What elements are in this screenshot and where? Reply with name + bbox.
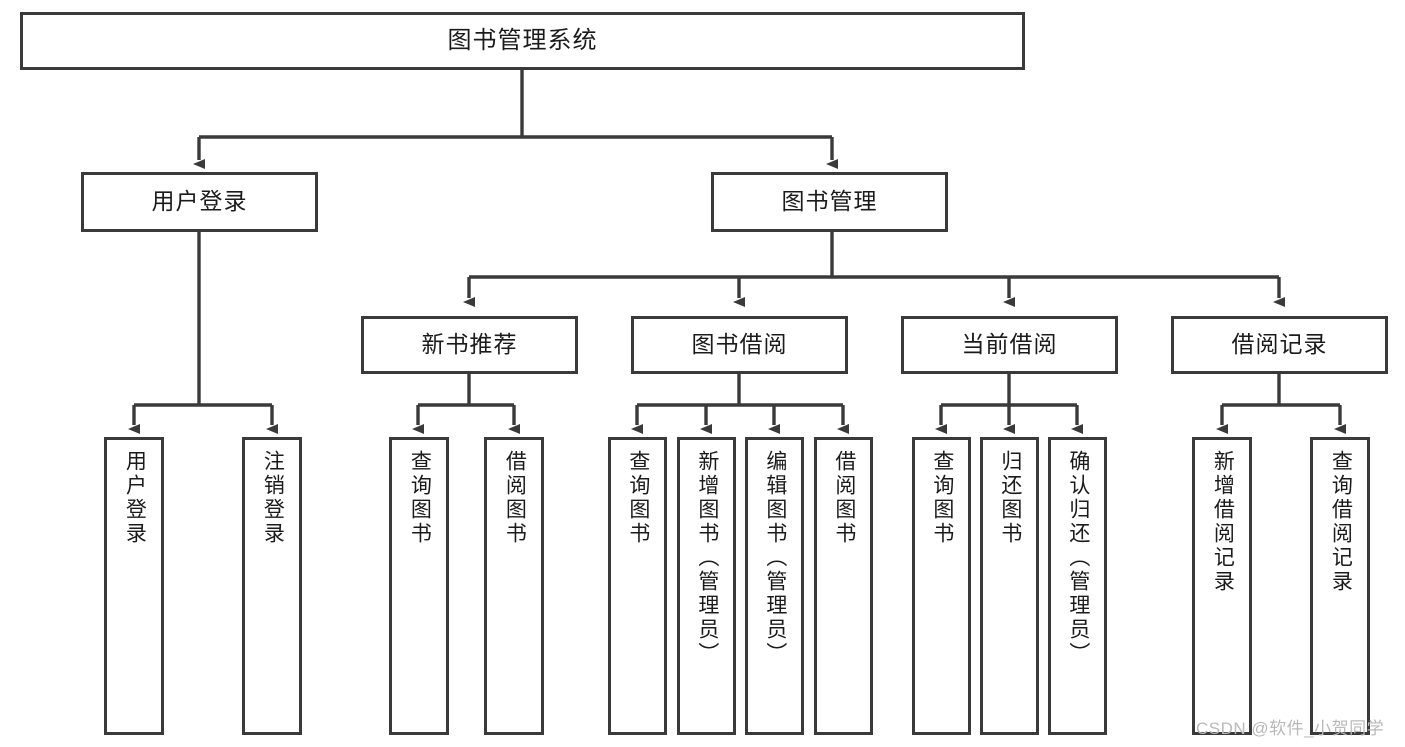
node-label: 借阅图书 [503, 450, 527, 546]
node-label: 新增借阅记录 [1211, 450, 1235, 594]
node-label: 查询图书 [930, 450, 954, 546]
node-label: 用户登录 [123, 450, 147, 546]
node-label: 查询图书 [408, 450, 432, 546]
node-label: 查询借阅记录 [1329, 450, 1353, 594]
node-current-borrowings[interactable]: 当前借阅 [901, 316, 1118, 374]
leaf-user-login[interactable]: 用户登录 [104, 437, 164, 735]
leaf-query-books-borrowing[interactable]: 查询图书 [608, 437, 667, 735]
leaf-return-books[interactable]: 归还图书 [980, 437, 1039, 735]
leaf-add-borrowing-record[interactable]: 新增借阅记录 [1192, 437, 1252, 735]
node-label: 当前借阅 [961, 331, 1058, 358]
node-user-login[interactable]: 用户登录 [81, 172, 318, 232]
node-label: 图书管理系统 [447, 26, 598, 54]
node-label: 注销登录 [261, 450, 285, 546]
node-root-book-management-system[interactable]: 图书管理系统 [20, 12, 1025, 70]
csdn-watermark: CSDN @软件_小贺同学 [1196, 719, 1385, 738]
leaf-query-books-current[interactable]: 查询图书 [912, 437, 971, 735]
leaf-query-books-recommendation[interactable]: 查询图书 [389, 437, 449, 735]
leaf-logout[interactable]: 注销登录 [242, 437, 302, 735]
leaf-borrow-books-recommendation[interactable]: 借阅图书 [484, 437, 544, 735]
node-label: 图书管理 [781, 188, 878, 215]
node-book-management[interactable]: 图书管理 [711, 172, 948, 232]
node-label: 查询图书 [626, 450, 650, 546]
leaf-edit-book-admin[interactable]: 编辑图书（管理员） [745, 437, 804, 735]
node-label: 用户登录 [151, 188, 248, 215]
leaf-borrow-books-borrowing[interactable]: 借阅图书 [814, 437, 873, 735]
leaf-add-book-admin[interactable]: 新增图书（管理员） [677, 437, 736, 735]
node-label: 借阅记录 [1231, 331, 1328, 358]
node-label: 借阅图书 [832, 450, 856, 546]
node-book-borrowing[interactable]: 图书借阅 [631, 316, 848, 374]
node-label: 新增图书（管理员） [695, 450, 719, 666]
node-label: 归还图书 [998, 450, 1022, 546]
node-label: 确认归还（管理员） [1066, 450, 1090, 666]
node-label: 编辑图书（管理员） [763, 450, 787, 666]
node-label: 图书借阅 [691, 331, 788, 358]
node-borrowing-records[interactable]: 借阅记录 [1171, 316, 1388, 374]
node-label: 新书推荐 [421, 331, 518, 358]
leaf-query-borrowing-record[interactable]: 查询借阅记录 [1310, 437, 1370, 735]
leaf-confirm-return-admin[interactable]: 确认归还（管理员） [1048, 437, 1107, 735]
node-new-book-recommendation[interactable]: 新书推荐 [361, 316, 578, 374]
